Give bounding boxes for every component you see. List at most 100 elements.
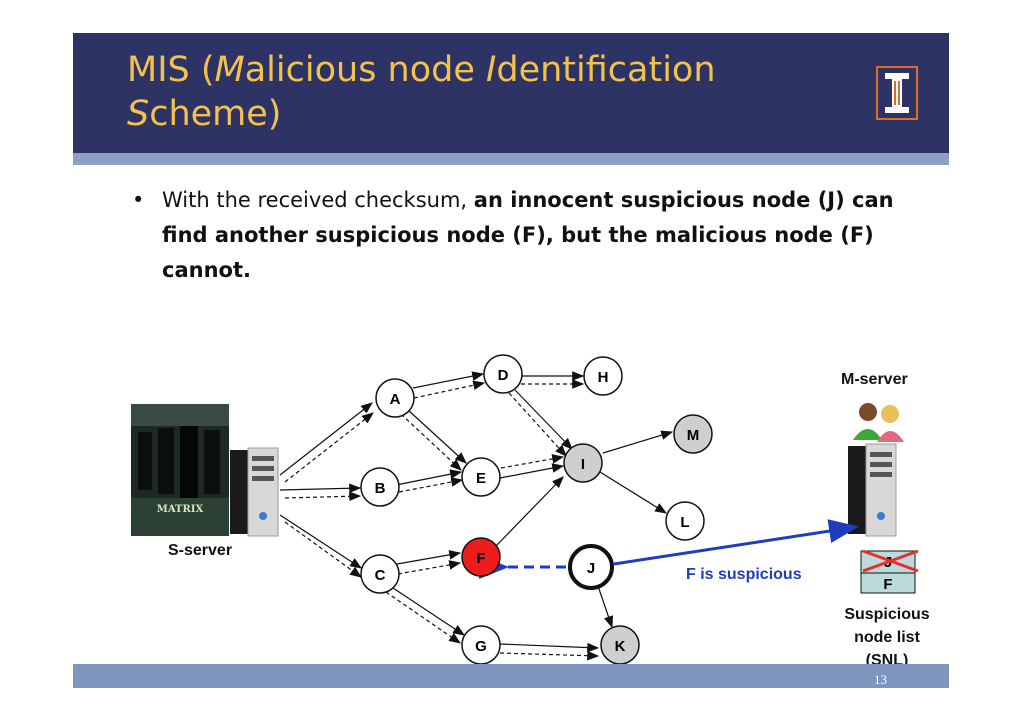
node-circle (461, 537, 501, 577)
title-bar (73, 33, 949, 153)
edge-j-k (597, 585, 614, 629)
users-icon (853, 403, 904, 442)
node-circle (563, 443, 603, 483)
node-label: D (498, 367, 509, 384)
node-G: G (461, 625, 501, 665)
node-C: C (360, 554, 400, 594)
poster-title: MATRIX (157, 504, 204, 515)
node-label: I (581, 456, 585, 473)
title-bar-stripe (73, 153, 949, 165)
edge-dash-e-i (500, 454, 565, 469)
snl-entry: F (883, 576, 892, 593)
snl-row (860, 572, 916, 594)
edge-i-l (599, 471, 668, 514)
node-label: H (598, 369, 609, 386)
strike-mark (862, 549, 919, 573)
title-part: alicious node (244, 50, 487, 90)
edge-d-i (514, 389, 573, 450)
m-server-label: M-server (841, 371, 908, 388)
node-D: D (483, 354, 523, 394)
node-label: E (476, 470, 486, 487)
suspicious-note: F is suspicious (686, 566, 802, 583)
title-line-2: Scheme) (127, 92, 716, 136)
edge-s-c (279, 514, 363, 569)
title-part: I (486, 50, 497, 90)
title-part: M (214, 50, 245, 90)
bullet-text: With the received checksum, an innocent … (162, 183, 932, 288)
edge-dash-c-g (385, 591, 461, 644)
edge-dash-s-a (284, 412, 374, 483)
slide-title: MIS (Malicious node Identification Schem… (127, 48, 716, 136)
edge-dash-a-e (400, 413, 462, 471)
node-K: K (600, 625, 640, 665)
node-circle (568, 544, 614, 590)
node-label: B (375, 480, 386, 497)
edge-dash-c-f (397, 560, 462, 575)
edge-c-g (392, 587, 466, 636)
dashed-edges (284, 379, 600, 661)
node-label: G (475, 638, 487, 655)
node-E: E (461, 457, 501, 497)
node-circle (665, 501, 705, 541)
node-label: A (390, 391, 401, 408)
node-M: M (673, 414, 713, 454)
node-B: B (360, 467, 400, 507)
footer-bar (73, 664, 949, 688)
edge-s-a (279, 402, 373, 476)
node-label: M (687, 427, 700, 444)
m-server-icon (848, 443, 897, 537)
node-circle (360, 554, 400, 594)
title-line-1: MIS (Malicious node Identification (127, 48, 716, 92)
edge-j-mserver (613, 519, 859, 566)
s-server-icon (230, 447, 279, 537)
edge-i-m (602, 430, 674, 454)
title-part: cheme) (149, 94, 282, 134)
bullet-point: • With the received checksum, an innocen… (132, 183, 932, 288)
edge-f-i (495, 476, 564, 547)
node-label: K (615, 638, 626, 655)
node-I: I (563, 443, 603, 483)
node-L: L (665, 501, 705, 541)
edge-g-k (499, 642, 600, 653)
node-label: J (587, 560, 595, 577)
edge-dash-d-i (508, 392, 567, 457)
edge-c-f (396, 550, 462, 565)
edge-dash-s-c (284, 521, 362, 578)
page-number: 13 (874, 672, 887, 687)
logo-glyph (885, 73, 909, 113)
university-logo-icon (876, 66, 918, 120)
node-circle (583, 356, 623, 396)
bullet-text-normal: With the received checksum, (162, 188, 474, 212)
node-label: L (680, 514, 689, 531)
edge-dash-a-d (413, 380, 486, 399)
solid-edges (279, 371, 674, 653)
node-H: H (583, 356, 623, 396)
node-F: F (461, 537, 501, 577)
node-circle (673, 414, 713, 454)
snl-label: Suspicious node list (SNL) (844, 606, 930, 669)
edge-dash-s-b (284, 491, 362, 502)
edge-dash-g-k (499, 650, 600, 661)
node-A: A (375, 378, 415, 418)
title-part: S (127, 94, 150, 134)
node-label: F (476, 550, 485, 567)
node-circle (483, 354, 523, 394)
bullet-dot: • (132, 188, 145, 212)
node-circle (461, 457, 501, 497)
edge-dash-b-e (398, 477, 464, 493)
edge-e-i (499, 463, 565, 479)
node-circle (360, 467, 400, 507)
edge-s-b (279, 483, 362, 494)
edge-a-e (407, 409, 467, 464)
snl-table: J F (860, 549, 919, 594)
movie-poster: MATRIX (131, 404, 229, 536)
title-part: dentification (496, 50, 716, 90)
node-label: C (375, 567, 386, 584)
bullet-text-bold: an innocent suspicious node (J) can find… (162, 188, 894, 282)
node-J: J (568, 544, 614, 590)
s-server-label: S-server (168, 542, 233, 559)
node-circle (375, 378, 415, 418)
edge-b-e (395, 469, 463, 486)
title-part: MIS ( (127, 50, 215, 90)
